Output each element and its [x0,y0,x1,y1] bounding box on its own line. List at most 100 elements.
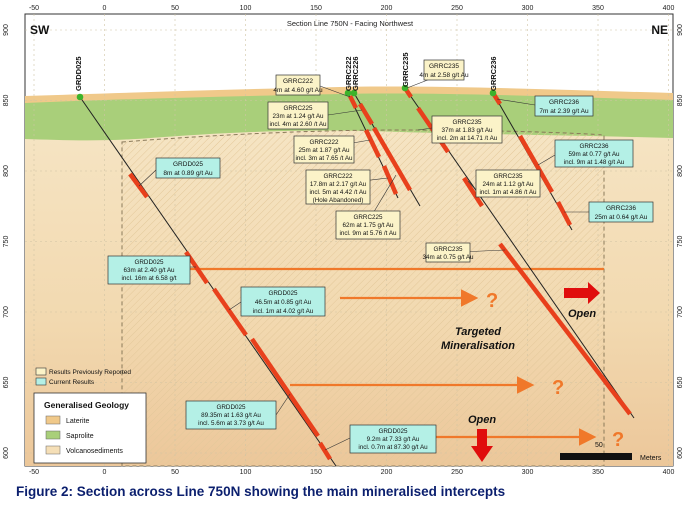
hole-label-grrc226: GRRC226 [351,56,360,91]
svg-text:GRRC235: GRRC235 [429,63,459,70]
y-tick-label: 650 [677,377,684,389]
callout-d025-a: GRDD025 8m at 0.89 g/t Au [155,157,221,179]
svg-text:incl. 1m at 4.86 /t Au: incl. 1m at 4.86 /t Au [479,189,537,196]
x-tick-label: 400 [663,469,675,476]
svg-text:incl. 2m at 14.71 /t Au: incl. 2m at 14.71 /t Au [437,135,498,142]
callout-d025-b: GRDD025 63m at 2.40 g/t Au incl. 16m at … [107,255,191,285]
svg-text:59m at 0.77 g/t Au: 59m at 0.77 g/t Au [568,151,620,158]
svg-text:incl. 4m at 2.60 /t Au: incl. 4m at 2.60 /t Au [269,121,327,128]
laterite-swatch [45,415,61,425]
callout-d025-e: GRDD025 9.2m at 7.33 g/t Au incl. 0.7m a… [349,424,437,454]
svg-text:GRDD025: GRDD025 [268,290,298,297]
laterite-label: Laterite [66,418,89,425]
svg-text:GRDD025: GRDD025 [378,428,408,435]
x-tick-label: 250 [451,5,463,12]
svg-text:46.5m at 0.85 g/t Au: 46.5m at 0.85 g/t Au [255,299,312,306]
svg-text:incl. 1m at 4.02 g/t Au: incl. 1m at 4.02 g/t Au [253,308,314,315]
svg-text:incl. 5m at 4.42 /t Au: incl. 5m at 4.42 /t Au [309,189,367,196]
callout-c236-b: GRRC236 59m at 0.77 g/t Au incl. 9m at 1… [554,139,634,168]
x-tick-label: 50 [171,5,179,12]
svg-text:incl. 0.7m at 87.30 g/t Au: incl. 0.7m at 87.30 g/t Au [358,444,428,451]
callout-d025-d: GRDD025 89.35m at 1.63 g/t Au incl. 5.6m… [185,400,277,430]
intercept-c225-b [372,126,412,192]
svg-text:7m at 2.39 g/t Au: 7m at 2.39 g/t Au [539,108,589,115]
intercept-d025-e [318,441,332,461]
previous-swatch [35,367,47,376]
y-tick-label: 700 [677,306,684,318]
x-tick-label: 200 [381,469,393,476]
saprolite-label: Saprolite [66,433,94,440]
open-arrow-down-icon [471,429,493,462]
svg-text:4m at 4.60 g/t Au: 4m at 4.60 g/t Au [273,87,323,94]
open-label-bottom: Open [468,414,496,426]
y-tick-label: 800 [677,165,684,177]
intercept-d025-c [212,287,248,337]
svg-text:4m at 2.58 g/t Au: 4m at 2.58 g/t Au [419,72,469,79]
hole-label-grdd025: GRDD025 [74,56,83,91]
results-legend: Results Previously Reported Current Resu… [35,367,131,386]
question-mark-3: ? [612,429,624,451]
scale-unit: Meters [640,455,662,462]
y-tick-label: 600 [3,447,10,459]
y-tick-label: 850 [677,95,684,107]
corner-ne: NE [651,23,668,37]
svg-text:GRRC235: GRRC235 [493,173,523,180]
y-tick-label: 650 [3,377,10,389]
callout-c222-b: GRRC222 25m at 1.87 g/t Au incl. 3m at 7… [293,135,355,164]
y-tick-label: 750 [677,236,684,248]
geology-legend: Generalised Geology Laterite Saprolite V… [33,392,147,464]
svg-text:24m at 1.12 g/t Au: 24m at 1.12 g/t Au [482,181,534,188]
callout-c235-c: GRRC235 34m at 0.75 g/t Au [422,242,474,263]
collar-grdd025 [76,93,84,101]
hole-label-grrc222: GRRC222 [344,56,353,91]
svg-text:GRRC222: GRRC222 [283,78,313,85]
svg-text:incl. 9m at 1.48 g/t Au: incl. 9m at 1.48 g/t Au [564,159,625,166]
callout-c225-a: GRRC225 23m at 1.24 g/t Au incl. 4m at 2… [267,101,329,130]
target-arrows [188,267,604,446]
callout-c235-top: GRRC235 4m at 2.58 g/t Au [419,59,469,81]
laterite-layer [25,86,673,103]
x-tick-label: 350 [592,469,604,476]
previous-label: Results Previously Reported [49,369,131,376]
svg-text:GRDD025: GRDD025 [216,404,246,411]
svg-text:GRRC235: GRRC235 [433,246,463,253]
y-tick-label: 750 [3,236,10,248]
collar-grrc222 [344,89,352,97]
svg-text:25m at 0.64 g/t Au: 25m at 0.64 g/t Au [595,214,648,221]
x-tick-label: 100 [240,469,252,476]
y-tick-label: 850 [3,95,10,107]
x-tick-label: 150 [310,469,322,476]
svg-text:34m at 0.75 g/t Au: 34m at 0.75 g/t Au [422,254,474,261]
current-label: Current Results [49,379,95,386]
callout-c236-a: GRRC236 7m at 2.39 g/t Au [534,95,594,117]
question-marks: ? ? ? [486,290,624,451]
svg-text:23m at 1.24 g/t Au: 23m at 1.24 g/t Au [272,113,324,120]
svg-text:89.35m at 1.63 g/t Au: 89.35m at 1.63 g/t Au [201,412,261,419]
svg-text:GRDD025: GRDD025 [173,161,203,168]
collar-grrc235 [401,84,409,92]
targeted-label-2: Mineralisation [441,340,515,352]
hole-label-grrc235: GRRC235 [401,52,410,87]
x-tick-label: -50 [29,5,39,12]
svg-text:8m at 0.89 g/t Au: 8m at 0.89 g/t Au [163,170,213,177]
svg-text:incl. 16m at 6.58 g/t: incl. 16m at 6.58 g/t [122,275,177,282]
x-tick-label: 250 [451,469,463,476]
collar-grrc226 [350,89,358,97]
svg-text:9.2m at 7.33 g/t Au: 9.2m at 7.33 g/t Au [367,436,420,443]
callout-c236-c: GRRC236 25m at 0.64 g/t Au [588,201,654,223]
callout-c222-c: GRRC222 17.8m at 2.17 g/t Au incl. 5m at… [305,169,371,205]
callout-c235-b: GRRC235 24m at 1.12 g/t Au incl. 1m at 4… [475,169,541,198]
saprolite-layer [25,89,673,141]
x-tick-label: 0 [103,5,107,12]
x-tick-label: 50 [171,469,179,476]
svg-text:GRRC222: GRRC222 [323,173,353,180]
y-tick-label: 800 [3,165,10,177]
intercept-c222-b [363,129,382,158]
svg-text:GRRC236: GRRC236 [579,143,609,150]
x-tick-label: 300 [522,469,534,476]
svg-text:(Hole Abandoned): (Hole Abandoned) [313,197,364,204]
